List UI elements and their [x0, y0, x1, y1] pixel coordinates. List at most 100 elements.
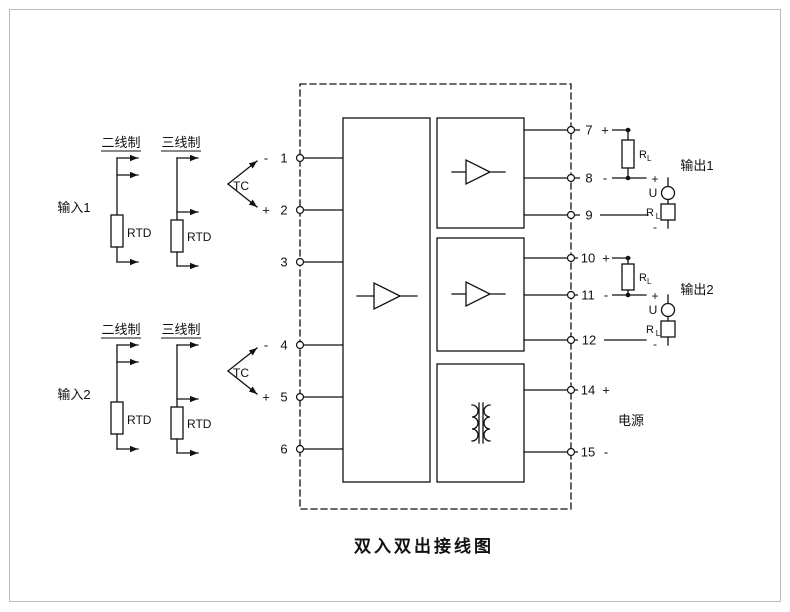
- terminal-circle: [566, 335, 576, 345]
- output-amplifier-2-block: [436, 237, 525, 352]
- input-1-three-wire-label: 三线制: [161, 135, 200, 150]
- load-resistor-label: R: [639, 272, 647, 284]
- load-resistor-label-sub: L: [647, 277, 652, 286]
- output-2-label: 输出2: [680, 282, 713, 297]
- terminal-number: 7: [585, 123, 592, 138]
- left-terminals: - 1 + 2 3 - 4 + 5 6: [262, 151, 344, 457]
- terminal-sign: +: [602, 383, 610, 398]
- load-resistor-label-sub: L: [647, 154, 652, 163]
- rtd-label: RTD: [187, 417, 212, 431]
- label-mask: [578, 382, 612, 398]
- label-mask: [578, 250, 612, 266]
- terminal-sign: -: [264, 338, 268, 353]
- load-resistor-label: R: [639, 149, 647, 161]
- terminal-8: 8 -: [523, 170, 647, 186]
- rtd-label: RTD: [127, 226, 152, 240]
- label-mask: [580, 122, 612, 138]
- terminal-number: 2: [280, 203, 287, 218]
- terminal-number: 6: [280, 442, 287, 457]
- series-resistor-label: R: [646, 207, 654, 219]
- label-mask: [580, 207, 600, 223]
- input-2-label: 输入2: [57, 387, 90, 402]
- supply-voltage-label: U: [649, 303, 658, 317]
- terminal-6: 6: [280, 442, 344, 457]
- transformer-icon: [483, 404, 491, 442]
- main-amplifier-block: [342, 117, 431, 483]
- terminal-5: + 5: [262, 390, 344, 405]
- terminal-sign: +: [262, 203, 270, 218]
- output-2-load-resistor: R L: [621, 255, 652, 298]
- terminal-circle: [566, 290, 576, 300]
- power-transformer-block: [436, 363, 525, 483]
- tc-wire-arrow: [227, 160, 258, 185]
- terminal-sign: +: [602, 251, 610, 266]
- rtd-resistor-body: [170, 219, 184, 253]
- input-2-three-wire-label: 三线制: [161, 322, 200, 337]
- terminal-number: 12: [582, 333, 596, 348]
- terminal-circle: [295, 257, 305, 267]
- terminal-14: 14 +: [523, 382, 612, 398]
- input-1-three-wire-rtd-symbol: RTD: [170, 154, 212, 270]
- terminal-sign: -: [604, 288, 608, 303]
- power-supply-label: 电源: [618, 413, 644, 428]
- terminal-10: 10 +: [523, 250, 631, 266]
- label-mask: [578, 287, 612, 303]
- terminal-number: 4: [280, 338, 287, 353]
- terminal-circle: [295, 153, 305, 163]
- terminal-15: 15 -: [523, 444, 612, 460]
- series-resistor-label-sub: L: [656, 329, 661, 338]
- output-1-external-supply: + U R L -: [646, 172, 676, 234]
- terminal-circle: [295, 205, 305, 215]
- terminal-number: 8: [585, 171, 592, 186]
- terminal-sign: -: [603, 171, 607, 186]
- terminal-9: 9: [523, 207, 649, 223]
- terminal-circle: [566, 125, 576, 135]
- input-2-two-wire-label: 二线制: [101, 322, 140, 337]
- junction-dot: [625, 255, 631, 261]
- output-1-load-resistor: R L: [621, 127, 652, 181]
- resistor-body: [621, 263, 635, 291]
- terminal-1: - 1: [264, 151, 344, 166]
- output-1-section: R L + U R L - 输出1: [621, 127, 714, 234]
- block-outline: [436, 363, 525, 483]
- rtd-resistor-body: [110, 214, 124, 248]
- output-2-external-supply: + U R L -: [646, 289, 676, 351]
- supply-minus-sign: -: [653, 220, 657, 234]
- rtd-resistor-body: [110, 401, 124, 435]
- label-mask: [578, 332, 604, 348]
- terminal-circle: [566, 210, 576, 220]
- terminal-sign: -: [264, 151, 268, 166]
- input-2-three-wire-rtd-symbol: RTD: [170, 341, 212, 457]
- resistor-body: [621, 139, 635, 169]
- terminal-circle: [295, 392, 305, 402]
- terminal-number: 5: [280, 390, 287, 405]
- right-terminals: 7 + 8 - 9 10 +: [523, 122, 649, 460]
- terminal-circle: [566, 173, 576, 183]
- junction-dot: [625, 127, 631, 133]
- terminal-number: 10: [581, 251, 595, 266]
- input-1-tc-symbol: TC: [227, 160, 258, 208]
- input-2-tc-symbol: TC: [227, 347, 258, 395]
- terminal-sign: +: [262, 390, 270, 405]
- voltage-source-icon: [660, 302, 676, 318]
- voltage-source-icon: [660, 185, 676, 201]
- input-1-two-wire-rtd-symbol: RTD: [110, 154, 152, 266]
- supply-minus-sign: -: [653, 337, 657, 351]
- terminal-2: + 2: [262, 203, 344, 218]
- rtd-label: RTD: [127, 413, 152, 427]
- page-frame: [9, 9, 781, 602]
- amplifier-icon: [373, 281, 402, 311]
- output-1-label: 输出1: [680, 158, 713, 173]
- junction-dot: [625, 175, 631, 181]
- terminal-3: 3: [280, 255, 344, 270]
- terminal-circle: [566, 253, 576, 263]
- terminal-4: - 4: [264, 338, 344, 353]
- label-mask: [578, 444, 612, 460]
- amplifier-icon: [465, 158, 492, 186]
- tc-label: TC: [233, 179, 249, 193]
- diagram-title: 双入双出接线图: [354, 536, 494, 556]
- supply-voltage-label: U: [649, 186, 658, 200]
- output-2-section: R L + U R L - 输出2: [621, 255, 714, 351]
- terminal-number: 11: [581, 288, 595, 303]
